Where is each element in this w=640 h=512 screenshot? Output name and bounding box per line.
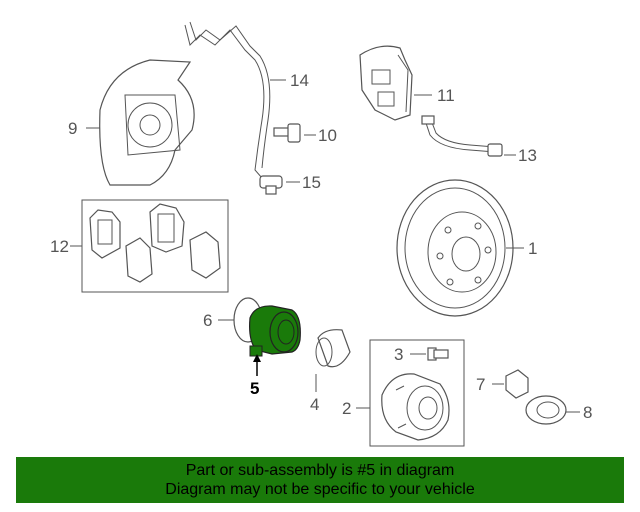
brake-caliper-part[interactable] [359, 45, 413, 121]
banner-line-1: Part or sub-assembly is #5 in diagram [185, 462, 455, 479]
brake-pads-part[interactable] [81, 199, 229, 293]
callout-10: 10 [318, 126, 337, 145]
lock-nut-part[interactable] [505, 369, 529, 399]
callout-8: 8 [583, 403, 592, 422]
abs-sensor-wire-part[interactable] [184, 21, 271, 179]
grease-cap-part[interactable] [525, 395, 567, 425]
callout-3: 3 [394, 345, 403, 364]
info-banner: Part or sub-assembly is #5 in diagram Di… [16, 457, 624, 503]
callout-15: 15 [302, 173, 321, 192]
callout-12: 12 [50, 237, 69, 256]
callout-9: 9 [68, 119, 77, 138]
brake-rotor-part[interactable] [396, 179, 514, 317]
callout-1: 1 [528, 239, 537, 258]
parts-diagram: 9 14 10 15 11 13 [50, 21, 592, 447]
callout-13: 13 [518, 146, 537, 165]
hub-bolt-part[interactable] [427, 347, 449, 361]
callout-11: 11 [437, 86, 455, 105]
hub-bearing-part-highlighted[interactable] [249, 305, 301, 357]
abs-sensor-part[interactable] [259, 175, 283, 195]
callout-7: 7 [476, 375, 485, 394]
callout-14: 14 [290, 71, 309, 90]
bearing-race-part[interactable] [315, 329, 351, 368]
callout-4: 4 [310, 395, 319, 414]
brake-hose-part[interactable] [421, 115, 503, 157]
callout-6: 6 [203, 311, 212, 330]
banner-line-2: Diagram may not be specific to your vehi… [165, 481, 475, 498]
callout-2: 2 [342, 399, 351, 418]
dust-shield-part[interactable] [99, 59, 195, 186]
callout-5: 5 [250, 379, 259, 398]
arrow-5-icon [253, 354, 261, 362]
bolt-10-part[interactable] [273, 123, 301, 143]
hub-assembly-part[interactable] [369, 339, 465, 447]
